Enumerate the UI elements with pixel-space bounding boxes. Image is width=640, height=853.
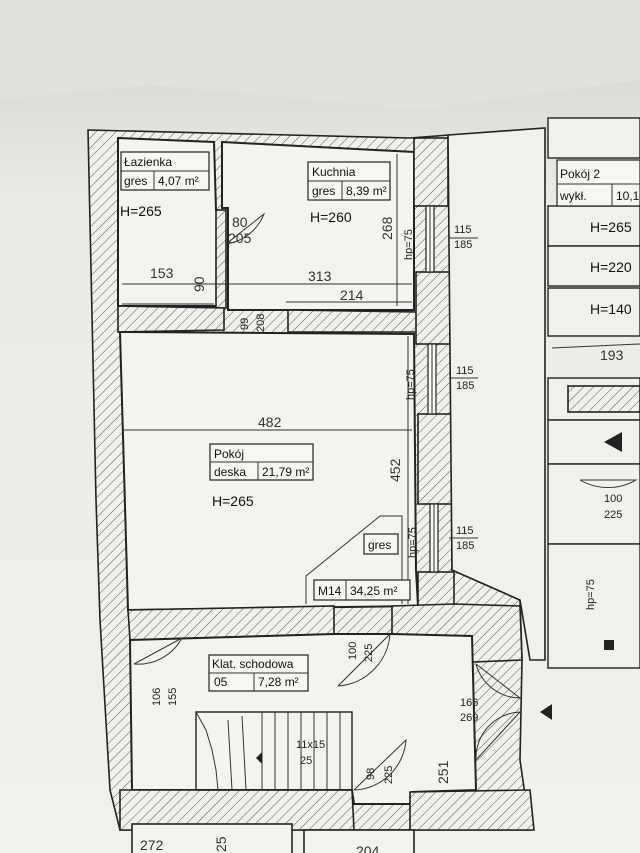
window-1 bbox=[425, 205, 435, 273]
door-lower bbox=[353, 738, 407, 791]
total-code: M14 bbox=[318, 584, 342, 598]
door-right-width: 100 bbox=[604, 493, 622, 505]
dim-251: 251 bbox=[435, 760, 451, 784]
stairhall-code: 05 bbox=[214, 675, 228, 689]
room-extra-floor: gres bbox=[368, 538, 391, 552]
door-room bbox=[337, 632, 391, 687]
room-gres-label: gres bbox=[363, 533, 399, 555]
door-stairs-height: 155 bbox=[167, 688, 179, 706]
staircase bbox=[195, 711, 353, 791]
door-stair-left bbox=[133, 636, 184, 665]
door-bathroom bbox=[225, 212, 266, 245]
room-name: Pokój bbox=[214, 447, 244, 461]
window-1-width: 115 bbox=[454, 224, 472, 236]
dim-153: 153 bbox=[150, 265, 174, 281]
stairhall-label: Klat. schodowa 05 7,28 m² bbox=[208, 654, 309, 692]
door-right-height: 225 bbox=[604, 509, 622, 521]
right-hp: hp=75 bbox=[585, 579, 597, 610]
dim-204: 204 bbox=[356, 843, 380, 853]
window-2-width: 115 bbox=[456, 365, 474, 377]
dim-482: 482 bbox=[258, 414, 282, 430]
dim-90: 90 bbox=[191, 276, 207, 292]
bathroom-label: Łazienka gres 4,07 m² bbox=[120, 151, 210, 191]
room2-name: Pokój 2 bbox=[560, 167, 600, 181]
window-3-hp: hp=75 bbox=[407, 527, 419, 558]
right-panel bbox=[540, 117, 640, 720]
window-3-width: 115 bbox=[456, 525, 474, 537]
stairs-sub: 25 bbox=[300, 755, 312, 767]
room-height: H=265 bbox=[212, 493, 254, 509]
kitchen-floor: gres bbox=[312, 184, 335, 198]
stairhall-area: 7,28 m² bbox=[258, 675, 299, 689]
door-bathroom-height: 205 bbox=[228, 230, 252, 246]
gres-inset bbox=[305, 515, 403, 604]
dim-313: 313 bbox=[308, 268, 332, 284]
total-area-label: M14 34,25 m² bbox=[313, 579, 411, 601]
wall-pier-3 bbox=[417, 413, 453, 505]
kitchen-label: Kuchnia gres 8,39 m² bbox=[307, 161, 391, 201]
door-stairs-width: 106 bbox=[151, 688, 163, 706]
door-room-height: 225 bbox=[363, 644, 375, 662]
room2-area: 10,1 bbox=[616, 189, 640, 203]
lower-room-2 bbox=[303, 829, 415, 853]
door-kitchen-width: 99 bbox=[239, 318, 251, 330]
kitchen-name: Kuchnia bbox=[312, 165, 356, 179]
bathroom-height: H=265 bbox=[120, 203, 162, 219]
right-height-2: H=220 bbox=[590, 259, 632, 275]
wall-kitchen-bottom bbox=[117, 305, 225, 333]
stairs-label: 11x15 bbox=[296, 739, 325, 751]
kitchen-area: 8,39 m² bbox=[346, 184, 387, 198]
window-2 bbox=[427, 343, 437, 415]
bathroom-name: Łazienka bbox=[124, 155, 172, 169]
window-1-height: 185 bbox=[454, 239, 472, 251]
window-2-height: 185 bbox=[456, 380, 474, 392]
neighbour-wall bbox=[447, 127, 546, 661]
room-label: Pokój deska 21,79 m² bbox=[209, 443, 314, 481]
paper-fold bbox=[0, 0, 640, 110]
wall-pier-2 bbox=[415, 271, 451, 345]
stairhall-name: Klat. schodowa bbox=[212, 657, 294, 671]
wall-kitchen-bottom-2 bbox=[287, 309, 419, 333]
dim-193: 193 bbox=[600, 347, 624, 363]
door-kitchen-height: 208 bbox=[255, 314, 267, 332]
door-exit-width: 166 bbox=[460, 697, 478, 709]
door-room-width: 100 bbox=[347, 642, 359, 660]
window-1-hp: hp=75 bbox=[403, 229, 415, 260]
door-lower-width: 98 bbox=[365, 768, 377, 780]
door-bathroom-width: 80 bbox=[232, 214, 248, 230]
right-height-1: H=265 bbox=[590, 219, 632, 235]
partition-wall bbox=[215, 209, 227, 309]
wall-pier-1 bbox=[413, 137, 449, 207]
window-3-height: 185 bbox=[456, 540, 474, 552]
room2-floor: wykł. bbox=[559, 189, 587, 203]
lower-room-1 bbox=[131, 823, 293, 853]
wall-pier-4 bbox=[417, 571, 455, 607]
right-height-3: H=140 bbox=[590, 301, 632, 317]
door-exit bbox=[475, 663, 522, 761]
dim-452: 452 bbox=[387, 458, 403, 482]
room2-label: Pokój 2 wykł. 10,1 bbox=[556, 159, 640, 207]
window-2-hp: hp=75 bbox=[405, 369, 417, 400]
bathroom-area: 4,07 m² bbox=[158, 174, 199, 188]
dim-25: 25 bbox=[213, 836, 229, 852]
dim-272: 272 bbox=[140, 837, 164, 853]
kitchen-height: H=260 bbox=[310, 209, 352, 225]
window-3 bbox=[429, 503, 439, 573]
total-area: 34,25 m² bbox=[350, 584, 397, 598]
room-area: 21,79 m² bbox=[262, 465, 309, 479]
dim-214: 214 bbox=[340, 287, 364, 303]
room-floor: deska bbox=[214, 465, 246, 479]
door-exit-height: 269 bbox=[460, 712, 478, 724]
bathroom-floor: gres bbox=[124, 174, 147, 188]
stair-hall-bottom-wall-2 bbox=[409, 789, 535, 831]
dim-268: 268 bbox=[379, 216, 395, 240]
door-lower-height: 225 bbox=[383, 766, 395, 784]
